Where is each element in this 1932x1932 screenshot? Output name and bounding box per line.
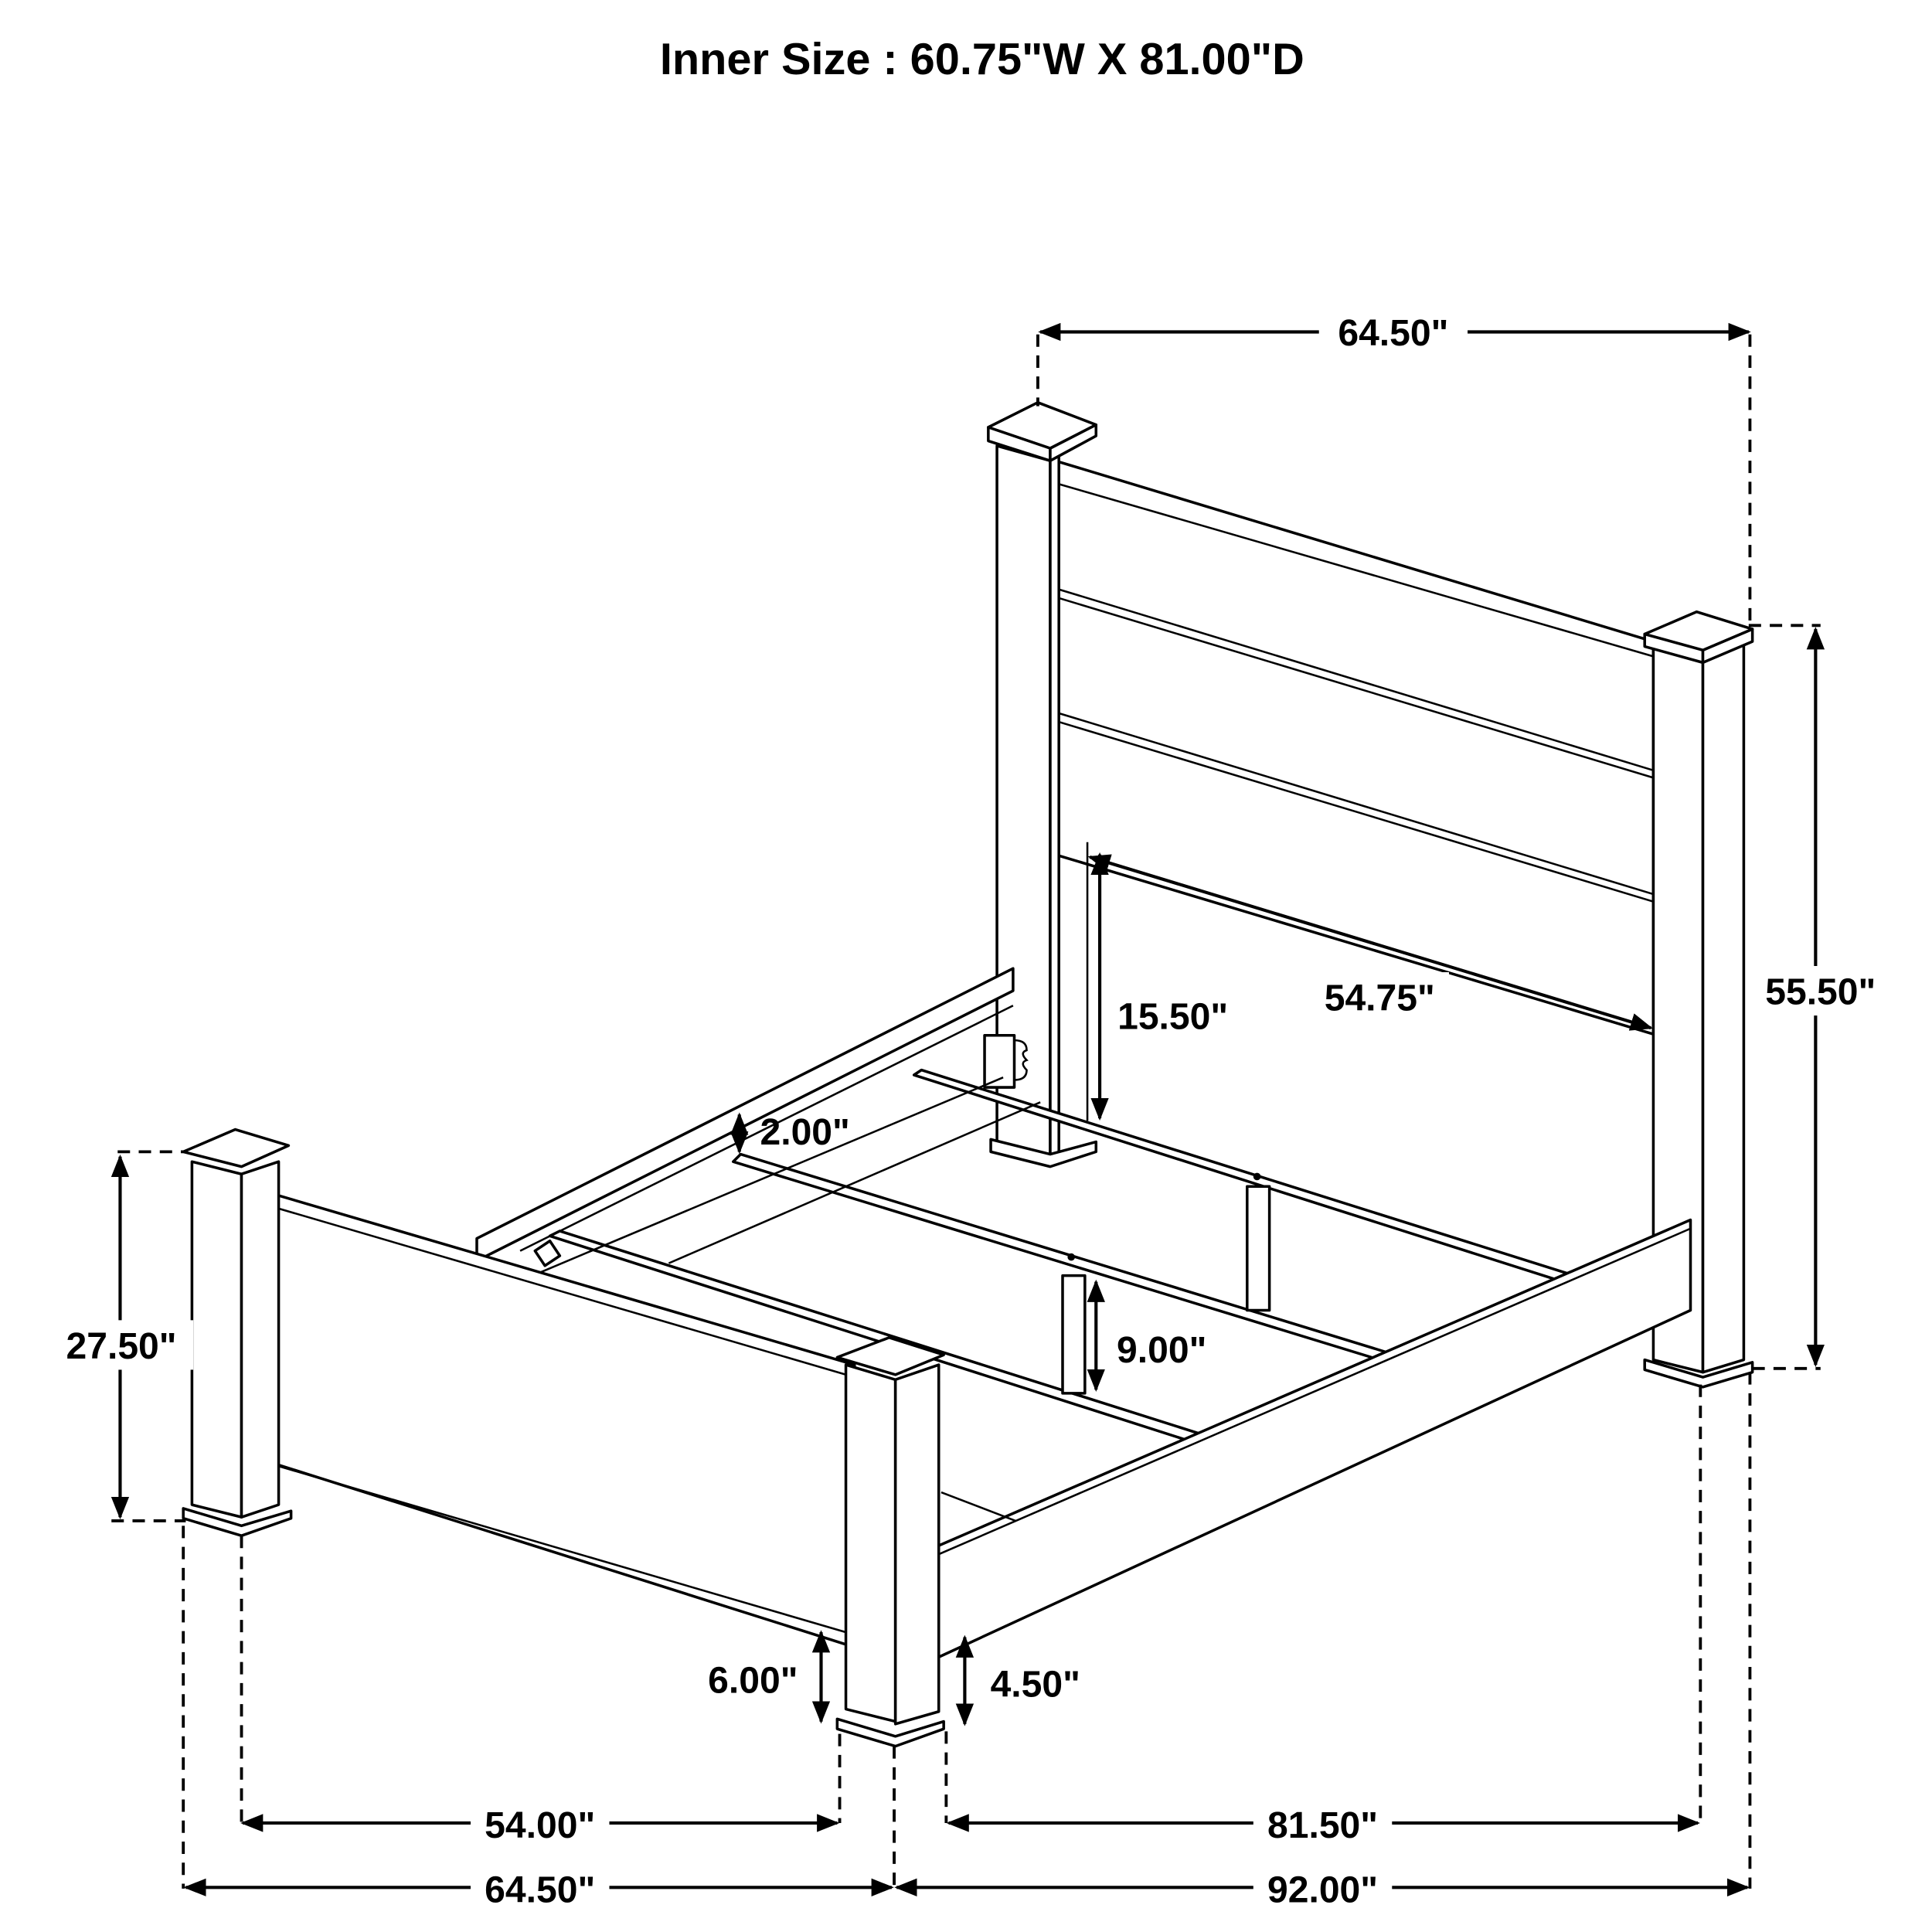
label-footboard-inner-width: 54.00" xyxy=(485,1804,595,1846)
footboard xyxy=(182,1128,945,1748)
dimension-lines xyxy=(54,309,1890,1911)
label-headboard-clearance: 15.50" xyxy=(1117,996,1228,1038)
label-overall-width: 64.50" xyxy=(485,1869,595,1911)
label-footboard-clearance: 6.00" xyxy=(708,1660,798,1702)
inner-size-title: Inner Size : 60.75"W X 81.00"D xyxy=(660,35,1304,84)
label-slat-clearance: 9.00" xyxy=(1117,1329,1206,1371)
label-headboard-height: 55.50" xyxy=(1765,971,1876,1013)
label-headboard-width: 64.50" xyxy=(1338,312,1448,354)
label-side-rail-clearance: 4.50" xyxy=(991,1664,1080,1706)
label-side-rail-length: 81.50" xyxy=(1267,1804,1378,1846)
label-rail-height: 2.00" xyxy=(760,1111,849,1153)
label-footboard-height: 27.50" xyxy=(66,1325,177,1367)
label-overall-length: 92.00" xyxy=(1267,1869,1378,1911)
dimension-labels: 64.50" 55.50" 15.50" 54.75" 2.00" 9.00" … xyxy=(66,312,1876,1910)
headboard xyxy=(987,401,1754,1389)
label-headboard-inner-width: 54.75" xyxy=(1325,978,1435,1019)
